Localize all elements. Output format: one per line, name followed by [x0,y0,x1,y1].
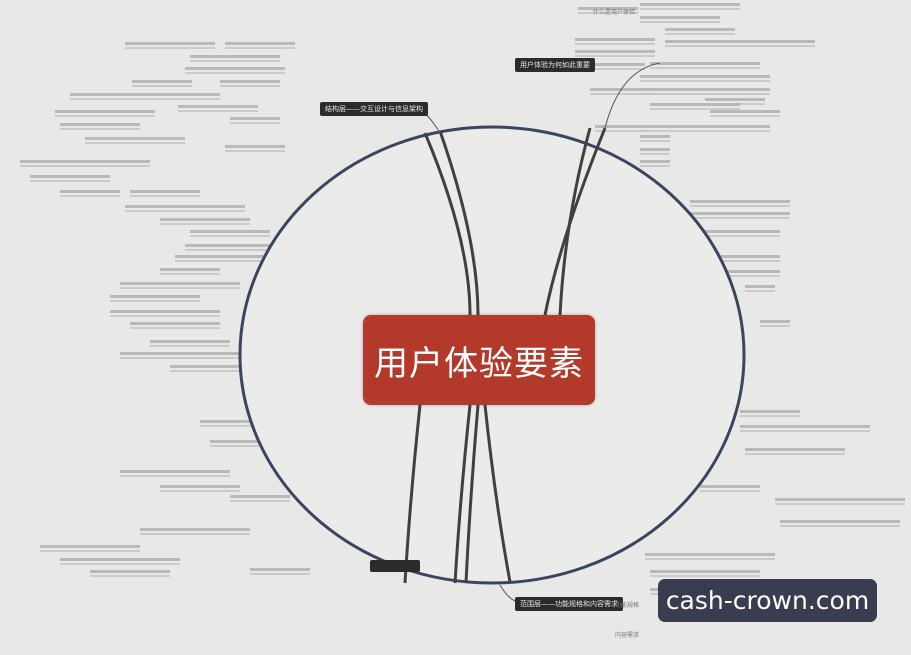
leaf-text-line [225,145,285,148]
central-topic[interactable]: 用户体验要素 [363,315,595,405]
leaf-text-line [220,80,280,83]
leaf-text-line [125,42,215,45]
branch-why-ux-matters[interactable]: 用户体验为何如此重要 [515,58,595,72]
branch-node[interactable] [370,560,420,572]
leaf-text-line [690,200,790,203]
leaf-text-line [745,448,845,451]
leaf-text-line [720,270,780,273]
leaf-text-line [85,137,185,140]
leaf-text-line [760,320,790,323]
leaf-text-line [645,553,775,556]
leaf-text-line [132,80,192,83]
leaf-text-line [640,16,720,19]
leaf-text-line [160,485,240,488]
leaf-text-line [640,88,770,91]
connector-lines [403,127,607,584]
leaf-text-line [175,255,285,258]
leaf-text-line [665,40,815,43]
leaf-text-line [590,88,660,91]
subnode-what-is-ux: 什么是用户体验 [593,9,636,16]
leaf-text-line [575,38,655,41]
leaf-text-line [745,285,775,288]
subnode-content-requirements: 内容需求 [615,632,640,639]
leaf-text-line [60,123,140,126]
leaf-text-line [700,485,760,488]
subnode-functional-spec: 功能规格 [615,602,640,609]
leaf-text-line [160,268,220,271]
leaf-text-line [120,470,230,473]
leaf-text-line [185,67,285,70]
leaf-text-line [210,440,260,443]
branch-structure-layer[interactable]: 结构层——交互设计与信息架构 [320,102,428,116]
leaf-text-line [578,7,638,10]
leaf-text-line [665,28,735,31]
leaf-text-line [180,93,220,96]
branch-scope-layer[interactable]: 范围层——功能规格和内容需求 [515,597,623,611]
leaf-text-line [190,230,270,233]
leaf-text-line [55,110,155,113]
leaf-text-line [60,558,180,561]
leaf-text-line [700,230,780,233]
leaf-text-line [595,125,645,128]
leaf-text-line [640,135,670,138]
leaf-text-line [650,570,760,573]
leaf-text-line [125,205,245,208]
leaf-text-line [170,365,240,368]
leaf-text-line [110,310,220,313]
leaf-text-line [130,322,220,325]
leaf-text-line [230,495,290,498]
leaf-text-line [150,340,230,343]
leaf-text-line [740,425,870,428]
leaf-text-line [780,520,900,523]
leaf-text-line [225,42,295,45]
leaf-text-line [130,190,200,193]
leaf-text-line [650,103,740,106]
leaf-text-line [140,528,250,531]
leaf-text-line [720,255,780,258]
leaf-text-line [640,148,670,151]
leaf-text-line [690,212,790,215]
leaf-text-line [30,175,110,178]
leaf-text-line [775,498,905,501]
leaf-text-line [640,160,670,163]
leaf-text-line [190,55,280,58]
leaf-text-line [640,3,740,6]
leaf-text-line [160,218,250,221]
watermark: cash-crown.com [658,579,877,622]
leaf-text-line [595,63,645,66]
leaf-text-line [230,117,280,120]
leaf-text-line [705,98,765,101]
leaf-text-line [650,62,760,65]
leaf-text-line [40,545,140,548]
leaf-text-line [110,295,200,298]
leaf-text-line [70,93,180,96]
leaf-text-line [90,570,170,573]
leaf-text-line [120,352,240,355]
leaf-text-line [185,244,285,247]
leaf-text-line [710,110,780,113]
leaf-text-line [200,420,260,423]
leaf-text-line [250,568,310,571]
leaf-text-line [20,160,150,163]
leaf-text-line [178,105,258,108]
leaf-text-line [640,125,770,128]
leaf-text-line [740,410,800,413]
leaf-text-line [640,75,770,78]
leaf-text-line [120,282,240,285]
leaf-text-line [575,50,655,53]
leaf-text-line [60,190,120,193]
